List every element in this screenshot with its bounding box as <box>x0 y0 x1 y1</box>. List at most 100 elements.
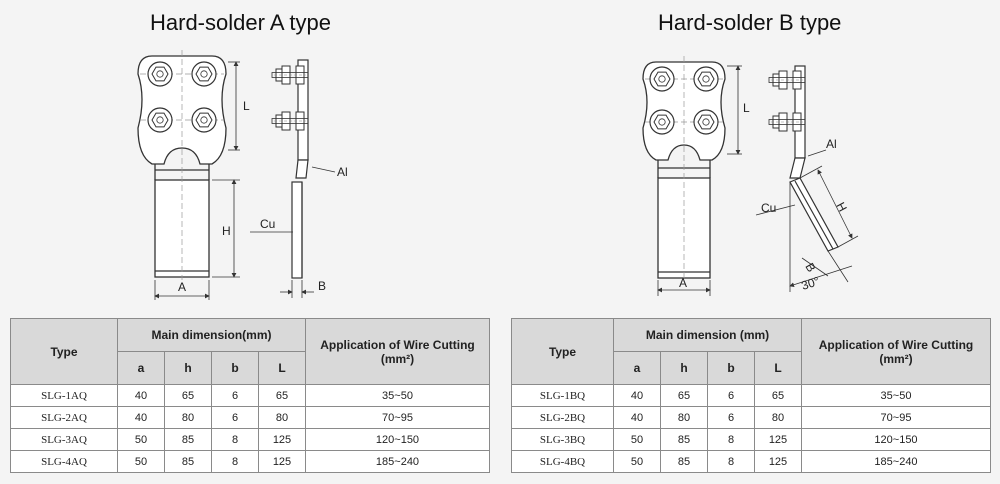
cell-l: 80 <box>258 406 306 429</box>
cell-l: 125 <box>754 450 802 473</box>
cell-a: 50 <box>613 450 661 473</box>
type-a-side-view <box>291 59 309 279</box>
label-cu-a: Cu <box>260 217 275 231</box>
dim-label-b: B <box>318 279 326 293</box>
cell-h: 65 <box>164 384 212 407</box>
header-application: Application of Wire Cutting (mm²) <box>305 318 490 385</box>
cell-type: SLG-4BQ <box>511 450 614 473</box>
cell-l: 80 <box>754 406 802 429</box>
header-main-dimension: Main dimension (mm) <box>613 318 802 352</box>
type-b-dimension-lines <box>657 65 742 296</box>
table-row: SLG-2AQ 40 80 6 80 70~95 <box>10 406 490 429</box>
dim-label-l: L <box>243 99 250 113</box>
cell-l: 125 <box>258 450 306 473</box>
cell-h: 80 <box>164 406 212 429</box>
cell-h: 85 <box>660 450 708 473</box>
header-type: Type <box>10 318 118 385</box>
cell-h: 85 <box>660 428 708 451</box>
table-row: SLG-1BQ 40 65 6 65 35~50 <box>511 384 991 407</box>
label-al-b: Al <box>826 137 837 151</box>
cell-application: 120~150 <box>305 428 490 451</box>
header-col-h: h <box>660 351 708 385</box>
cell-type: SLG-3AQ <box>10 428 118 451</box>
cell-a: 50 <box>613 428 661 451</box>
type-b-side-view <box>789 65 839 252</box>
cell-h: 85 <box>164 450 212 473</box>
bolt-side-icon <box>768 70 806 90</box>
cell-h: 65 <box>660 384 708 407</box>
title-hard-solder-a: Hard-solder A type <box>150 10 331 35</box>
header-col-b: b <box>211 351 259 385</box>
label-cu-b: Cu <box>761 201 776 215</box>
dim-label-l: L <box>743 101 750 115</box>
header-col-a: a <box>117 351 165 385</box>
table-row: SLG-4AQ 50 85 8 125 185~240 <box>10 450 490 473</box>
cell-b: 8 <box>707 428 755 451</box>
cell-b: 8 <box>211 428 259 451</box>
cell-a: 40 <box>613 406 661 429</box>
table-row: SLG-4BQ 50 85 8 125 185~240 <box>511 450 991 473</box>
cell-l: 65 <box>754 384 802 407</box>
cell-application: 70~95 <box>801 406 991 429</box>
cell-b: 8 <box>707 450 755 473</box>
cell-application: 70~95 <box>305 406 490 429</box>
type-a-front-view <box>137 50 227 280</box>
table-row: SLG-3AQ 50 85 8 125 120~150 <box>10 428 490 451</box>
cell-application: 120~150 <box>801 428 991 451</box>
cell-application: 35~50 <box>801 384 991 407</box>
cell-h: 85 <box>164 428 212 451</box>
type-a-dimension-lines <box>154 61 240 300</box>
cell-type: SLG-2BQ <box>511 406 614 429</box>
dim-label-a: A <box>178 280 186 294</box>
bolt-icon <box>147 61 173 87</box>
bolt-icon <box>191 61 217 87</box>
cell-b: 6 <box>707 406 755 429</box>
spec-table-b: Type Main dimension (mm) Application of … <box>511 318 991 473</box>
bolt-icon <box>693 66 719 92</box>
cell-application: 185~240 <box>305 450 490 473</box>
dim-label-b: B <box>802 261 818 275</box>
cell-type: SLG-4AQ <box>10 450 118 473</box>
table-row: SLG-3BQ 50 85 8 125 120~150 <box>511 428 991 451</box>
cell-type: SLG-2AQ <box>10 406 118 429</box>
cell-l: 125 <box>754 428 802 451</box>
bolt-side-icon <box>271 65 309 85</box>
header-main-dimension: Main dimension(mm) <box>117 318 306 352</box>
label-al-a: Al <box>337 165 348 179</box>
title-hard-solder-b: Hard-solder B type <box>658 10 842 35</box>
bolt-icon <box>191 107 217 133</box>
bolt-icon <box>649 66 675 92</box>
cell-b: 6 <box>211 406 259 429</box>
header-col-a: a <box>613 351 661 385</box>
type-b-front-view <box>642 56 726 282</box>
cell-b: 6 <box>211 384 259 407</box>
cell-type: SLG-1AQ <box>10 384 118 407</box>
bolt-icon <box>693 109 719 135</box>
cell-application: 185~240 <box>801 450 991 473</box>
dim-label-h: H <box>222 224 231 238</box>
cell-type: SLG-1BQ <box>511 384 614 407</box>
cell-b: 8 <box>211 450 259 473</box>
cell-a: 40 <box>117 406 165 429</box>
cell-type: SLG-3BQ <box>511 428 614 451</box>
bolt-side-icon <box>271 111 309 131</box>
bolt-icon <box>147 107 173 133</box>
cell-l: 125 <box>258 428 306 451</box>
cell-application: 35~50 <box>305 384 490 407</box>
header-application: Application of Wire Cutting (mm²) <box>801 318 991 385</box>
table-row: SLG-1AQ 40 65 6 65 35~50 <box>10 384 490 407</box>
cell-h: 80 <box>660 406 708 429</box>
dim-label-h: H <box>833 200 849 214</box>
dim-label-a: A <box>679 276 687 290</box>
angle-label: 30° <box>800 274 822 293</box>
cell-a: 50 <box>117 428 165 451</box>
header-type: Type <box>511 318 614 385</box>
cell-a: 50 <box>117 450 165 473</box>
bolt-side-icon <box>768 112 806 132</box>
table-row: SLG-2BQ 40 80 6 80 70~95 <box>511 406 991 429</box>
header-col-l: L <box>754 351 802 385</box>
cell-a: 40 <box>613 384 661 407</box>
cell-a: 40 <box>117 384 165 407</box>
bolt-icon <box>649 109 675 135</box>
